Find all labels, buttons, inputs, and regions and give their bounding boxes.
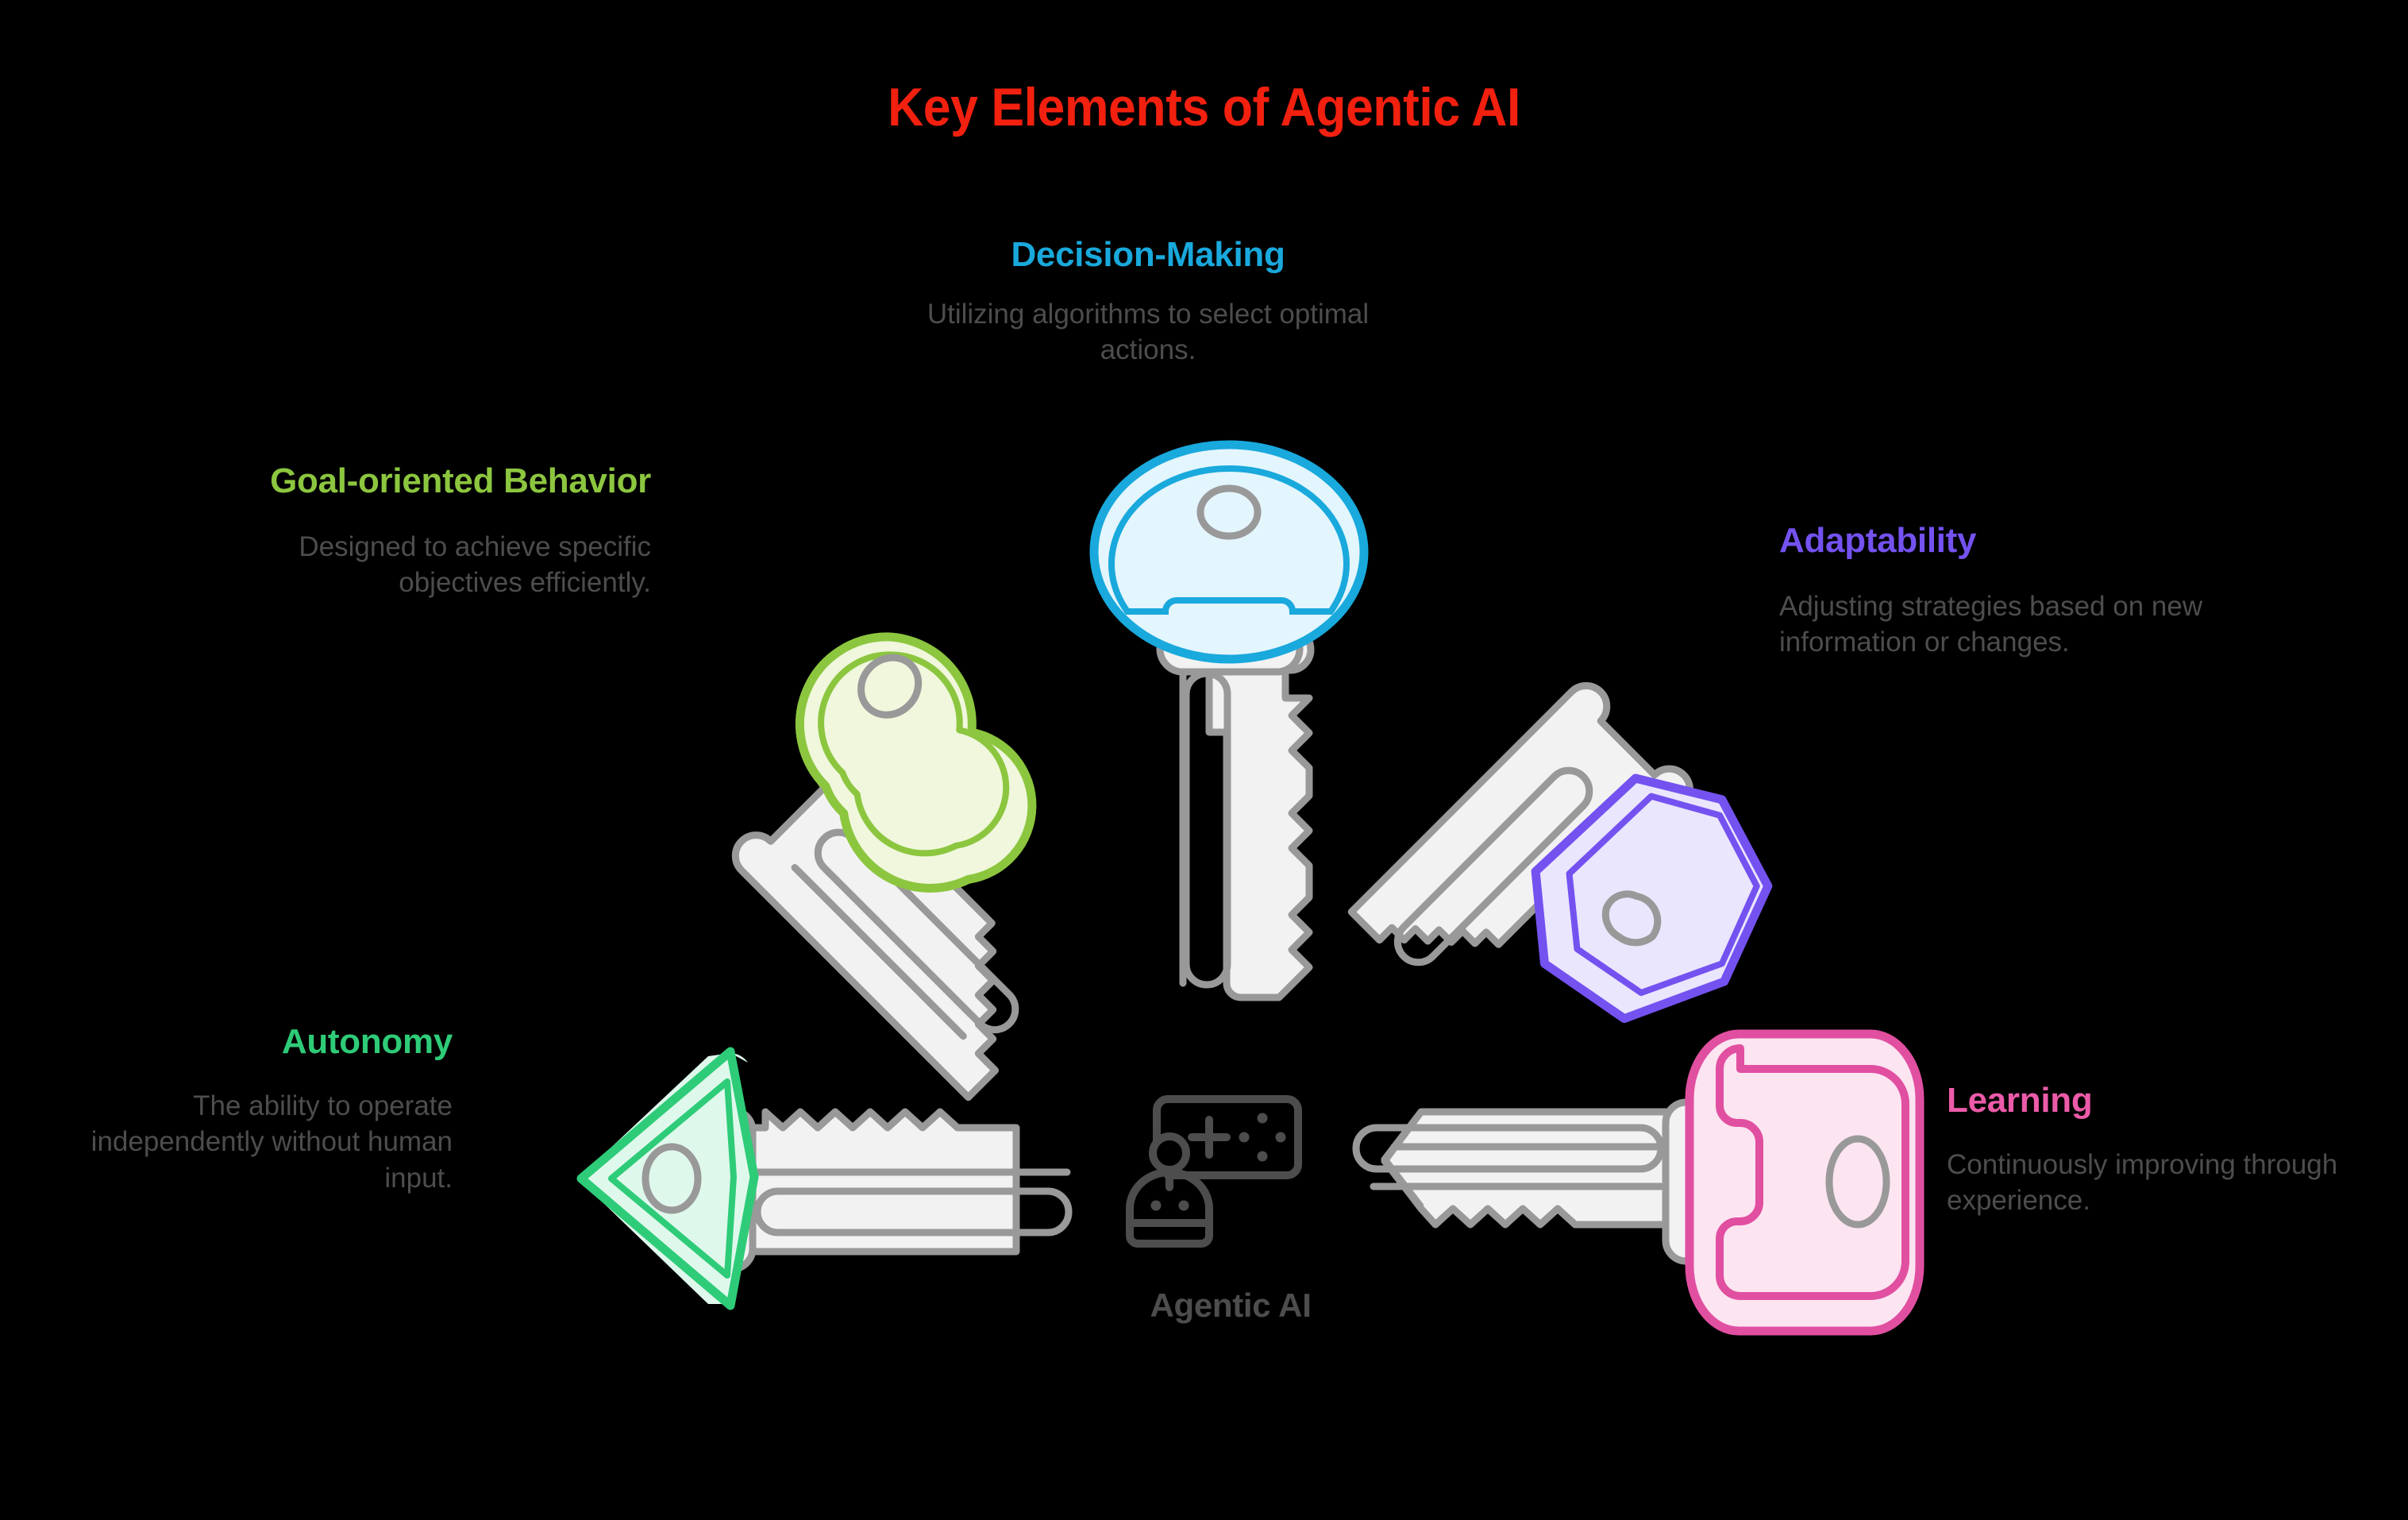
center-label: Agentic AI <box>1150 1287 1312 1324</box>
element-adaptability: Adaptability Adjusting strategies based … <box>1779 520 2224 661</box>
element-decision-making: Decision-Making Utilizing algorithms to … <box>902 234 1394 368</box>
element-body-decision-making: Utilizing algorithms to select optimal a… <box>927 298 1370 366</box>
element-heading-goal-oriented-behavior: Goal-oriented Behavior <box>270 461 651 500</box>
key-adaptability <box>1347 682 1773 1024</box>
element-learning: Learning Continuously improving through … <box>1947 1080 2391 1219</box>
element-heading-learning: Learning <box>1947 1081 2093 1120</box>
key-autonomy <box>576 1047 1073 1310</box>
element-body-adaptability: Adjusting strategies based on new inform… <box>1779 590 2203 658</box>
key-decision-making <box>1089 440 1369 1001</box>
robot-with-speech-panel-icon <box>1126 1095 1302 1248</box>
element-heading-decision-making: Decision-Making <box>1011 235 1285 274</box>
element-heading-autonomy: Autonomy <box>281 1022 453 1061</box>
element-body-goal-oriented-behavior: Designed to achieve specific objectives … <box>299 530 651 599</box>
element-goal-oriented-behavior: Goal-oriented Behavior Designed to achie… <box>238 461 651 601</box>
element-heading-adaptability: Adaptability <box>1779 521 1977 560</box>
element-autonomy: Autonomy The ability to operate independ… <box>48 1021 453 1196</box>
page-title: Key Elements of Agentic AI <box>888 77 1520 137</box>
element-body-autonomy: The ability to operate independently wit… <box>91 1090 453 1194</box>
key-goal-oriented-behavior <box>731 632 1037 1101</box>
element-body-learning: Continuously improving through experienc… <box>1947 1148 2338 1217</box>
key-learning <box>1352 1029 1924 1336</box>
